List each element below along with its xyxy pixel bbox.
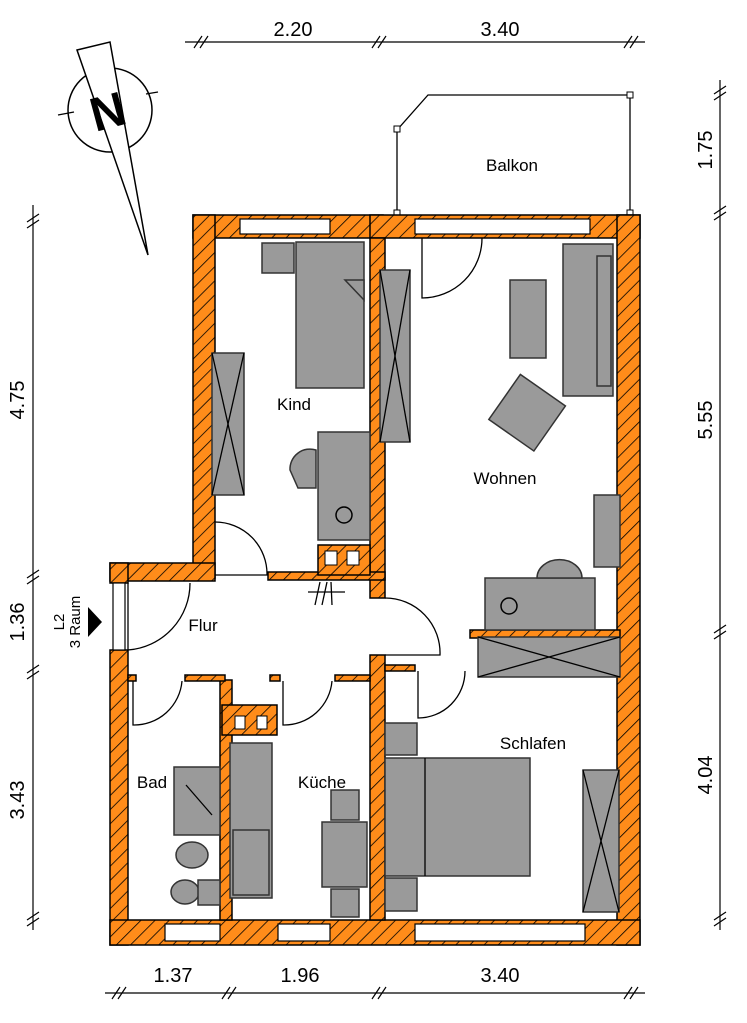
- dimension-left-3: 3.43: [7, 781, 29, 820]
- room-label-wohnen: Wohnen: [473, 469, 536, 488]
- balcony: [393, 91, 634, 217]
- entrance-arrow-icon: [88, 607, 102, 637]
- dimension-top-1: 2.20: [274, 19, 313, 41]
- entrance-marker: L2 3 Raum: [51, 596, 102, 649]
- room-label-balkon: Balkon: [486, 156, 538, 175]
- doors: [127, 237, 483, 726]
- unit-label: L2: [51, 614, 68, 631]
- room-label-flur: Flur: [188, 616, 218, 635]
- dimension-lines: [26, 35, 727, 1000]
- north-label: N: [85, 82, 132, 142]
- dimension-left-2: 1.36: [7, 603, 29, 642]
- room-label-schlafen: Schlafen: [500, 734, 566, 753]
- dimension-bottom-2: 1.96: [281, 965, 320, 987]
- unit-type: 3 Raum: [67, 596, 84, 649]
- room-label-bad: Bad: [137, 773, 167, 792]
- dimension-top-2: 3.40: [481, 19, 520, 41]
- dimension-right-1: 1.75: [695, 131, 717, 170]
- furniture: [170, 241, 621, 918]
- windows: [112, 218, 591, 942]
- north-arrow-icon: N: [57, 41, 159, 256]
- dimension-bottom-1: 1.37: [154, 965, 193, 987]
- dimension-right-3: 4.04: [695, 756, 717, 795]
- dimension-bottom-3: 3.40: [481, 965, 520, 987]
- dimension-right-2: 5.55: [695, 401, 717, 440]
- room-label-kueche: Küche: [298, 773, 346, 792]
- dimension-left-1: 4.75: [7, 381, 29, 420]
- room-label-kind: Kind: [277, 395, 311, 414]
